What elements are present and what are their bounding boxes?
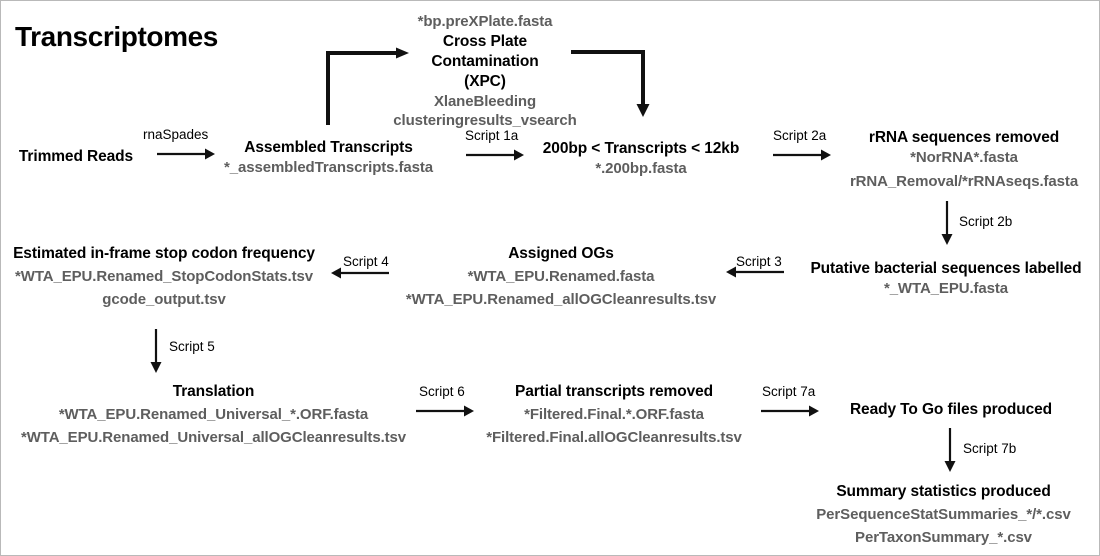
node-stop-codon-frequency-file-2: gcode_output.tsv: [102, 290, 226, 308]
node-xpc-title-line2: Contamination: [431, 52, 539, 70]
arrow-assembled-to-sizefilter: [466, 147, 524, 163]
arrow-stopcodon-to-translation: [148, 329, 164, 373]
edge-label-script3: Script 3: [736, 254, 782, 269]
node-ready-to-go-title: Ready To Go files produced: [849, 401, 1053, 418]
node-xpc-prefile: *bp.preXPlate.fasta: [417, 13, 553, 30]
arrow-rrna-to-bacterial: [939, 201, 955, 245]
edge-label-script4: Script 4: [343, 254, 389, 269]
node-trimmed-reads: Trimmed Reads: [1, 147, 151, 167]
node-stop-codon-frequency-file-1: *WTA_EPU.Renamed_StopCodonStats.tsv: [15, 268, 313, 286]
node-partial-removed-file-1: *Filtered.Final.*.ORF.fasta: [524, 406, 704, 424]
node-translation-file-2: *WTA_EPU.Renamed_Universal_allOGCleanres…: [20, 428, 407, 446]
node-stop-codon-frequency: Estimated in-frame stop codon frequency …: [4, 244, 324, 309]
node-bacterial-labelled: Putative bacterial sequences labelled *_…: [801, 259, 1091, 299]
node-assembled-transcripts: Assembled Transcripts *_assembledTranscr…: [196, 138, 461, 178]
edge-label-script2b: Script 2b: [959, 214, 1013, 229]
node-rrna-removed: rRNA sequences removed *NorRNA*.fasta rR…: [834, 128, 1094, 191]
node-assigned-ogs-file-2: *WTA_EPU.Renamed_allOGCleanresults.tsv: [405, 290, 717, 308]
node-rrna-removed-file-2: rRNA_Removal/*rRNAseqs.fasta: [849, 172, 1079, 190]
node-rrna-removed-file-1: *NorRNA*.fasta: [910, 149, 1018, 167]
node-size-filter: 200bp < Transcripts < 12kb *.200bp.fasta: [521, 139, 761, 179]
node-bacterial-labelled-file-1: *_WTA_EPU.fasta: [883, 280, 1009, 298]
edge-label-script2a: Script 2a: [773, 128, 827, 143]
edge-label-script5: Script 5: [169, 339, 215, 354]
node-summary-statistics-file-2: PerTaxonSummary_*.csv: [855, 528, 1032, 546]
page-title: Transcriptomes: [15, 21, 218, 52]
node-rrna-removed-title: rRNA sequences removed: [868, 129, 1060, 146]
node-assembled-transcripts-title: Assembled Transcripts: [244, 139, 413, 156]
node-translation-file-1: *WTA_EPU.Renamed_Universal_*.ORF.fasta: [58, 406, 369, 424]
node-ready-to-go: Ready To Go files produced: [831, 400, 1071, 420]
edge-label-script6: Script 6: [419, 384, 465, 399]
node-xpc-title-line3: (XPC): [464, 72, 506, 90]
node-xpc-file-1: XlaneBleeding: [433, 92, 537, 110]
node-summary-statistics-file-1: PerSequenceStatSummaries_*/*.csv: [816, 506, 1071, 524]
edge-label-script7b: Script 7b: [963, 441, 1017, 456]
node-summary-statistics-title: Summary statistics produced: [836, 483, 1051, 500]
arrow-readytogo-to-summary: [942, 428, 958, 472]
arrow-translation-to-partial: [416, 403, 474, 419]
arrow-xpc-to-sizefilter: [571, 47, 657, 117]
node-cross-plate-contamination: *bp.preXPlate.fasta Cross Plate Contamin…: [385, 12, 585, 131]
arrow-bacterial-to-ogs: [726, 264, 784, 280]
node-assigned-ogs-file-1: *WTA_EPU.Renamed.fasta: [467, 268, 655, 286]
node-bacterial-labelled-title: Putative bacterial sequences labelled: [810, 260, 1082, 277]
node-assigned-ogs: Assigned OGs *WTA_EPU.Renamed.fasta *WTA…: [401, 244, 721, 309]
node-stop-codon-frequency-title: Estimated in-frame stop codon frequency: [13, 245, 315, 262]
node-partial-removed-title: Partial transcripts removed: [514, 383, 714, 400]
arrow-ogs-to-stopcodon: [331, 265, 389, 281]
node-translation-title: Translation: [172, 383, 255, 400]
arrow-assembled-to-xpc: [323, 47, 409, 125]
arrow-sizefilter-to-rrna: [773, 147, 831, 163]
node-partial-removed: Partial transcripts removed *Filtered.Fi…: [469, 382, 759, 447]
edge-label-rnaspades: rnaSpades: [143, 127, 209, 142]
node-xpc-title-line1: Cross Plate: [442, 32, 528, 50]
node-assembled-transcripts-file-1: *_assembledTranscripts.fasta: [224, 159, 433, 177]
node-trimmed-reads-title: Trimmed Reads: [18, 148, 134, 165]
node-partial-removed-file-2: *Filtered.Final.allOGCleanresults.tsv: [486, 428, 742, 446]
node-summary-statistics: Summary statistics produced PerSequenceS…: [801, 482, 1086, 547]
node-translation: Translation *WTA_EPU.Renamed_Universal_*…: [1, 382, 426, 447]
node-assigned-ogs-title: Assigned OGs: [508, 245, 614, 262]
node-size-filter-file-1: *.200bp.fasta: [595, 160, 687, 178]
edge-label-script1a: Script 1a: [465, 128, 519, 143]
arrow-trimmed-to-assembled: [157, 146, 215, 162]
node-size-filter-title: 200bp < Transcripts < 12kb: [542, 140, 740, 157]
edge-label-script7a: Script 7a: [762, 384, 816, 399]
node-xpc-file-2: clusteringresults_vsearch: [393, 112, 577, 130]
arrow-partial-to-readytogo: [761, 403, 819, 419]
